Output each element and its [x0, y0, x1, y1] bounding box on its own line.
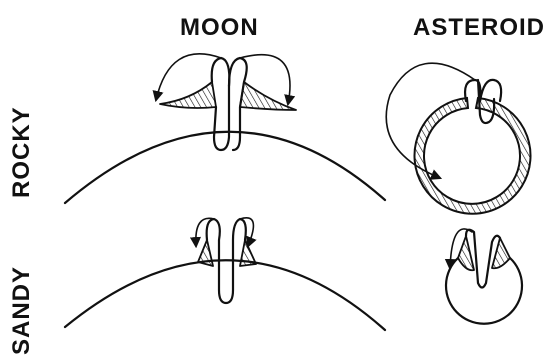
- asteroid-rocky-panel: [386, 63, 530, 214]
- ejecta-left-sandy: [198, 240, 213, 266]
- asteroid-sandy-ejecta-right: [492, 238, 510, 268]
- ejecta-right: [240, 82, 296, 110]
- asteroid-shell: [415, 98, 531, 214]
- moon-surface-curve: [65, 132, 385, 203]
- asteroid-sandy-panel: [446, 229, 522, 324]
- moon-sandy-panel: [65, 218, 385, 330]
- asteroid-sandy-ejecta-left: [458, 236, 474, 270]
- moon-sandy-surface-curve: [65, 260, 385, 330]
- asteroid-sandy-body: [446, 258, 522, 324]
- moon-rocky-panel: [65, 54, 385, 203]
- ejecta-arrow-left-sandy: [196, 218, 214, 246]
- ejecta-left: [160, 82, 216, 108]
